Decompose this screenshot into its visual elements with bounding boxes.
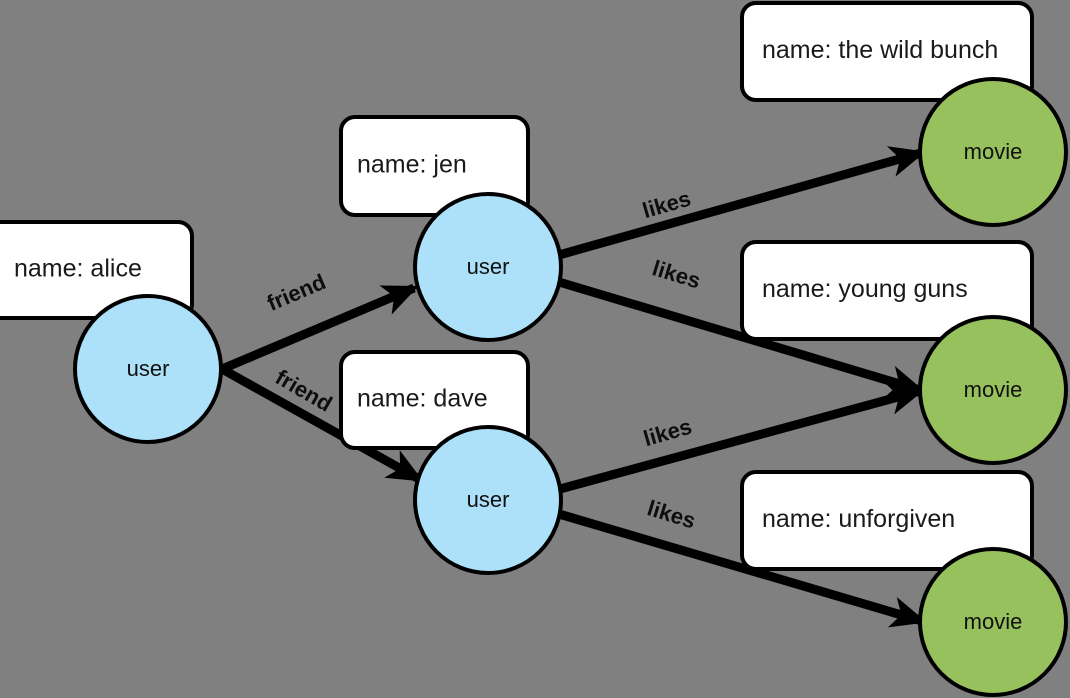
node-circle [413, 192, 563, 342]
node-label: movie [964, 139, 1023, 164]
node-label: user [127, 356, 170, 381]
edge-line [220, 283, 419, 374]
node-circle [918, 77, 1068, 227]
node-young-guns[interactable]: movie [918, 315, 1068, 465]
property-box-rect [740, 470, 1034, 571]
property-box-dave[interactable]: name: dave [339, 350, 530, 450]
node-circle [413, 425, 563, 575]
property-box-the-wild-bunch[interactable]: name: the wild bunch [740, 1, 1034, 102]
edge-line [557, 146, 926, 260]
edge-line [557, 509, 927, 628]
edge-layer [219, 146, 927, 628]
property-box-label: name: young guns [762, 275, 968, 303]
edge-alice-friend-dave[interactable] [219, 365, 424, 483]
property-box-rect [740, 1, 1034, 102]
property-box-rect [0, 220, 194, 320]
edge-dave-likes-young-guns[interactable] [558, 383, 925, 494]
property-box-label: name: the wild bunch [762, 36, 998, 64]
node-dave[interactable]: user [413, 425, 563, 575]
property-box-young-guns[interactable]: name: young guns [740, 240, 1034, 341]
property-box-rect [740, 240, 1034, 341]
edge-line [558, 383, 925, 494]
property-box-unforgiven[interactable]: name: unforgiven [740, 470, 1034, 571]
node-label: movie [964, 609, 1023, 634]
node-circle [73, 294, 223, 444]
edge-alice-friend-jen[interactable] [220, 283, 419, 374]
node-label: user [467, 487, 510, 512]
property-box-alice[interactable]: name: alice [0, 220, 194, 320]
property-box-label: name: jen [357, 151, 467, 179]
node-alice[interactable]: user [73, 294, 223, 444]
node-circle [918, 315, 1068, 465]
node-the-wild-bunch[interactable]: movie [918, 77, 1068, 227]
property-box-label: name: alice [14, 255, 142, 283]
node-unforgiven[interactable]: movie [918, 547, 1068, 697]
node-jen[interactable]: user [413, 192, 563, 342]
edge-line [557, 277, 925, 397]
edge-jen-likes-wild-bunch[interactable] [557, 146, 926, 260]
property-box-layer: name: alice name: jen name: dave name: t… [0, 1, 1034, 571]
edge-line [219, 365, 424, 483]
property-box-label: name: unforgiven [762, 505, 955, 533]
property-box-label: name: dave [357, 385, 488, 413]
node-label: user [467, 254, 510, 279]
edge-jen-likes-young-guns[interactable] [557, 277, 925, 397]
edge-dave-likes-unforgiven[interactable] [557, 509, 927, 628]
node-label: movie [964, 377, 1023, 402]
node-circle [918, 547, 1068, 697]
node-layer: user user user movie movie movie [73, 77, 1068, 697]
